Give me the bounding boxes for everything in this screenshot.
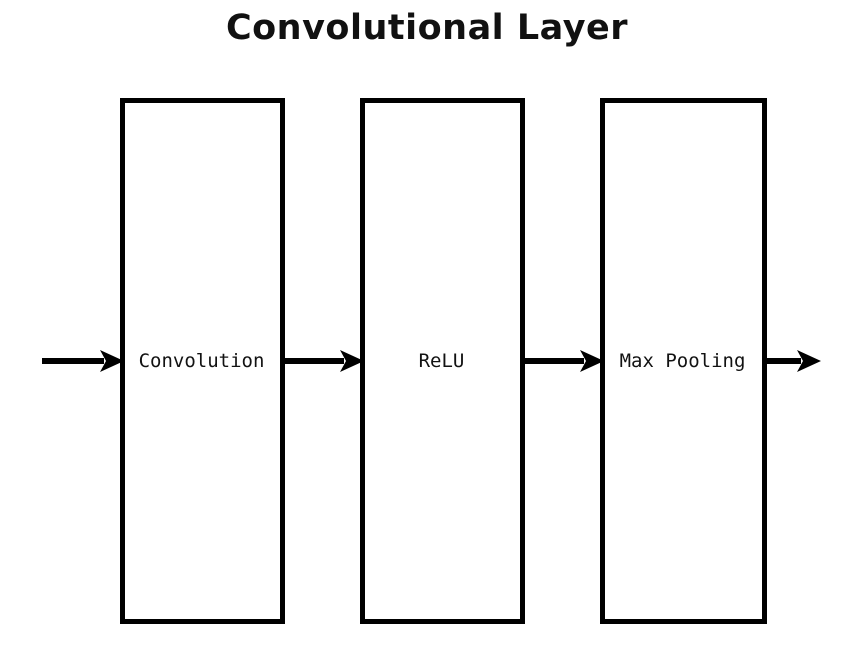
- relu-to-max-pooling-arrow: [523, 350, 604, 372]
- convolution-to-relu-arrow: [283, 350, 364, 372]
- input-arrow: [42, 350, 124, 372]
- stage-box-max-pooling[interactable]: [600, 98, 767, 624]
- stage-label-relu: ReLU: [418, 350, 465, 372]
- stage-box-convolution[interactable]: [120, 98, 285, 624]
- stage-box-relu[interactable]: [360, 98, 525, 624]
- stage-label-convolution: Convolution: [138, 350, 265, 372]
- page-title: Convolutional Layer: [225, 8, 629, 48]
- output-arrow: [765, 350, 821, 372]
- stage-label-max-pooling: Max Pooling: [619, 350, 746, 372]
